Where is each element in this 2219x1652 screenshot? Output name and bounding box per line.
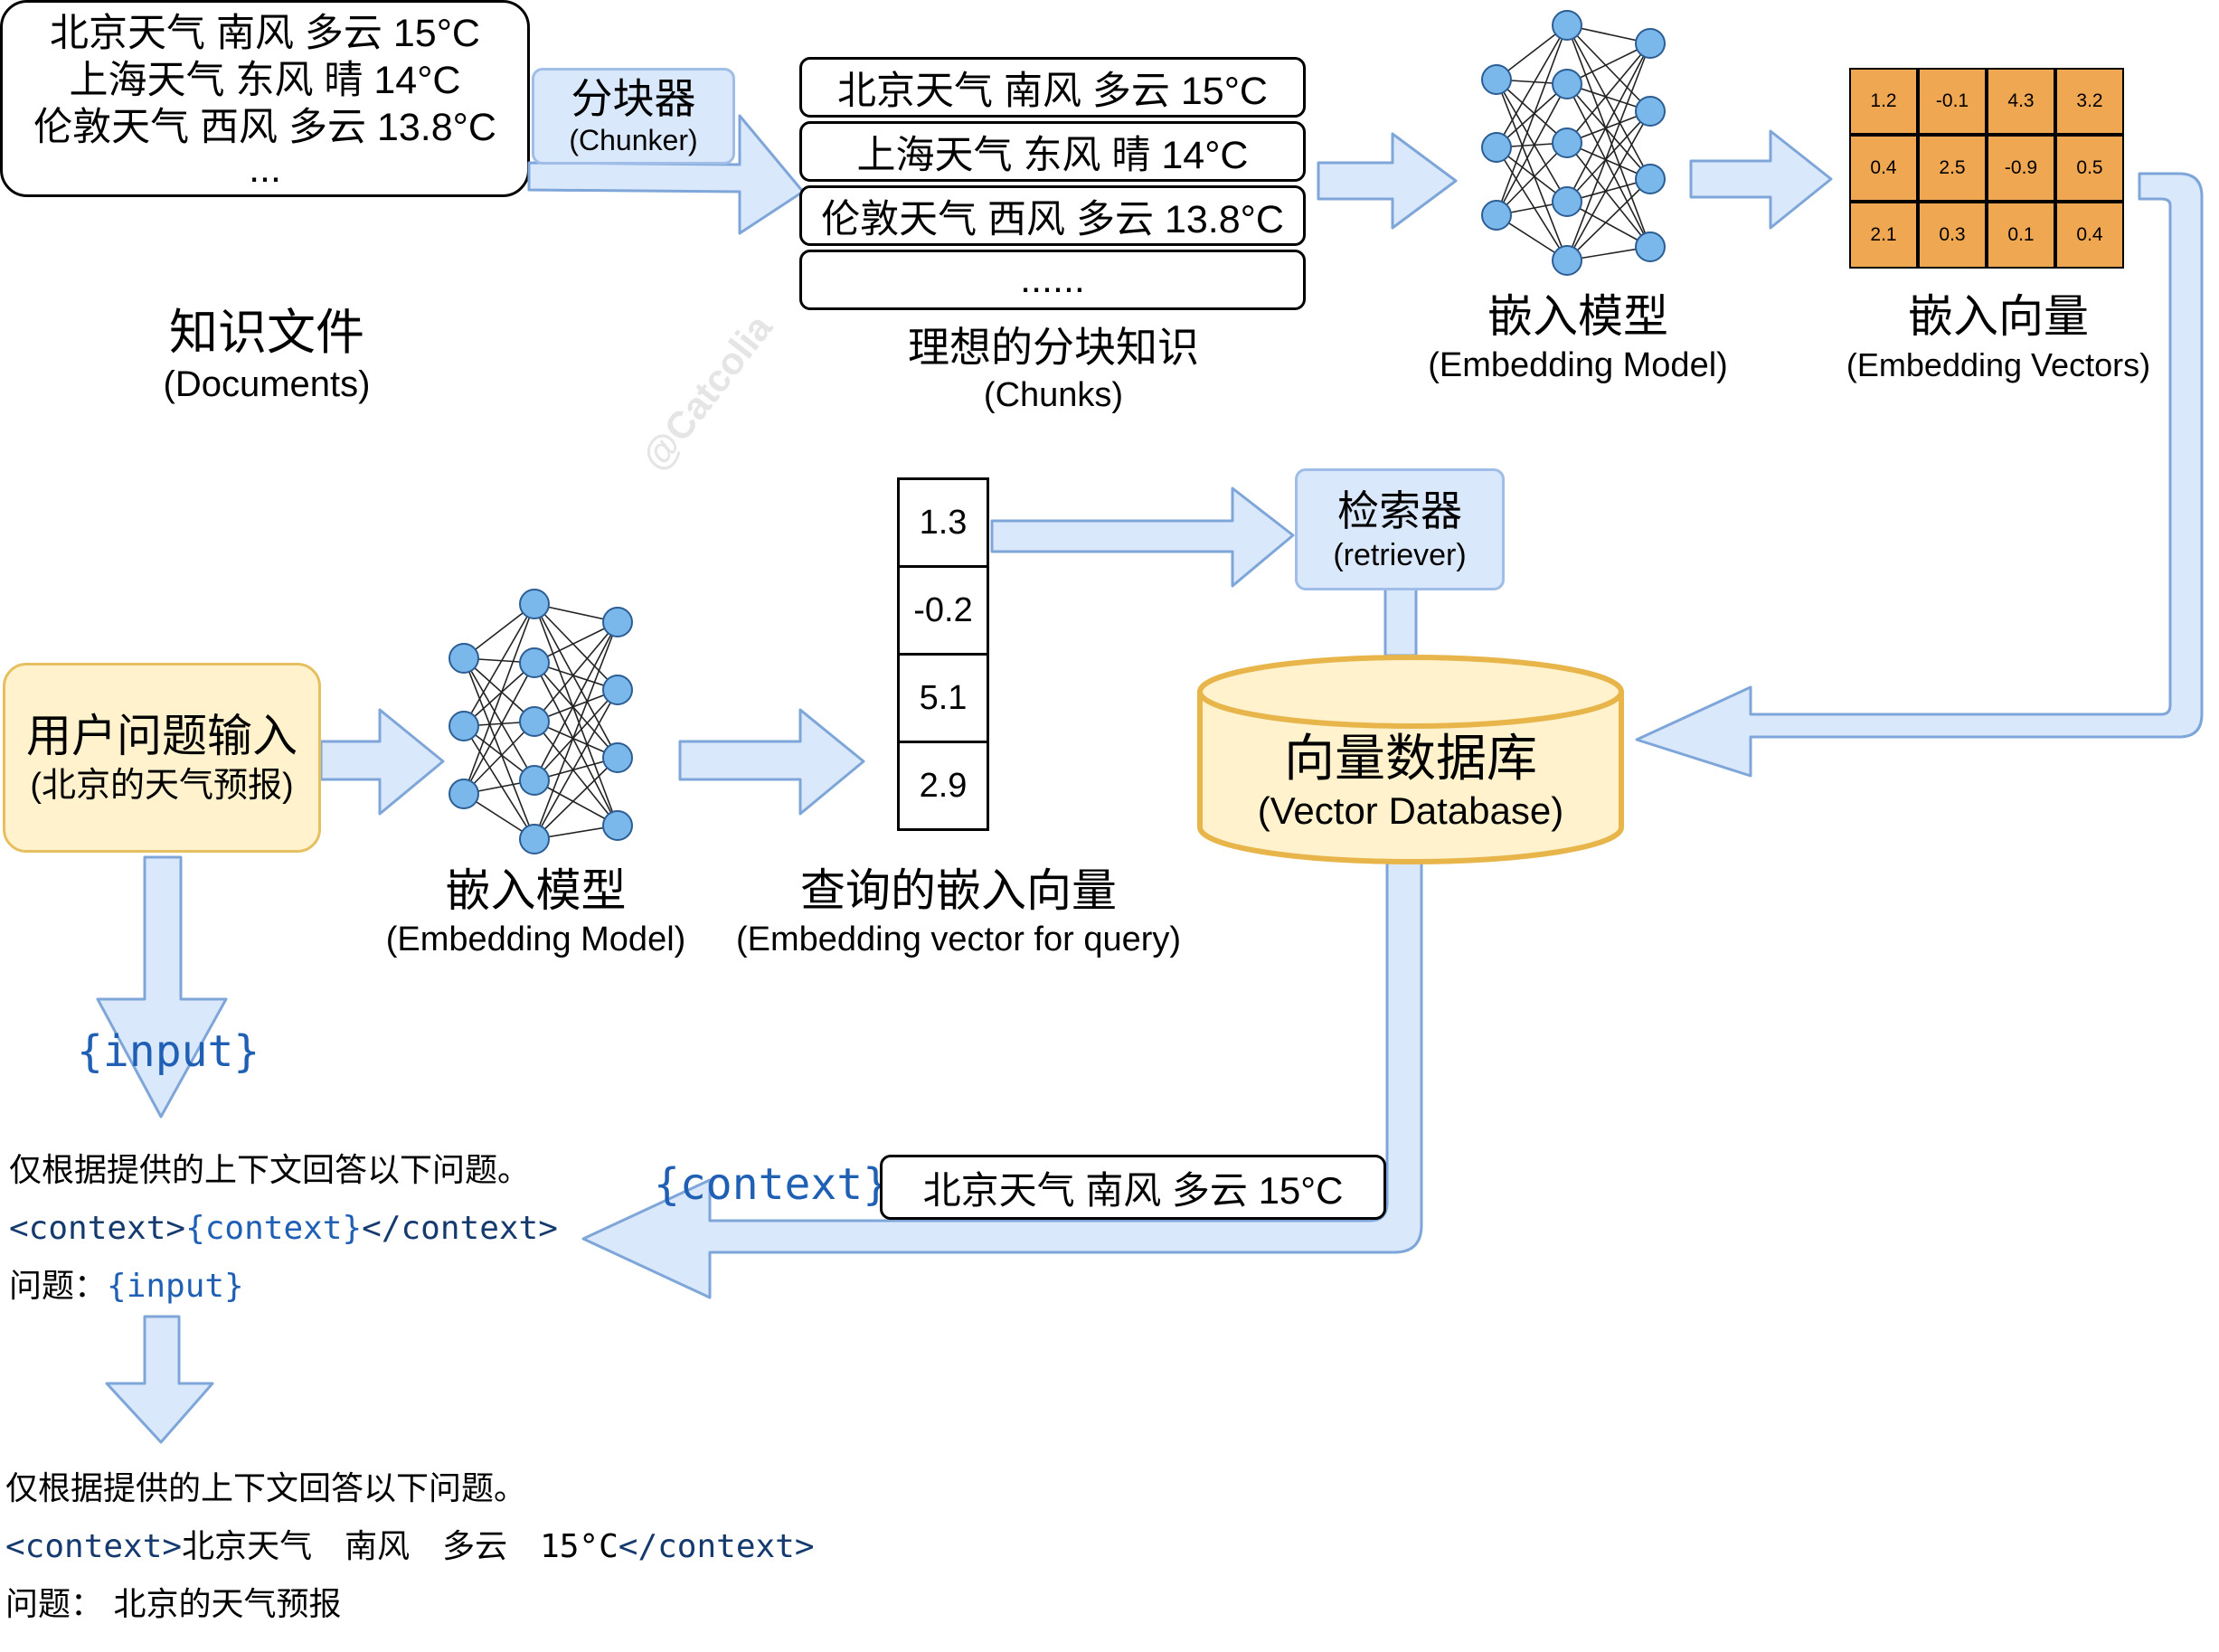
query-vector-title: 查询的嵌入向量: [800, 865, 1117, 916]
document-line: ...: [249, 147, 281, 191]
retriever-title: 检索器: [1337, 486, 1462, 534]
template-line-3: 问题：{input}: [9, 1258, 558, 1316]
vector-database-cylinder: [1197, 655, 1624, 864]
context-close-tag: </context>: [618, 1528, 815, 1565]
matrix-cell: 4.3: [1987, 68, 2055, 135]
documents-subtitle: (Documents): [163, 364, 371, 404]
matrix-cell: 0.4: [2055, 202, 2124, 269]
vector-db-title: 向量数据库: [1284, 730, 1537, 787]
user-input-title: 用户问题输入: [26, 711, 297, 761]
embedding-model-title: 嵌入模型: [445, 865, 627, 916]
input-variable: {input}: [77, 1026, 260, 1077]
context-open-tag: <context>: [9, 1210, 186, 1247]
embedding-model-subtitle: (Embedding Model): [1428, 346, 1728, 384]
embedding-vectors-caption: 嵌入向量 (Embedding Vectors): [1818, 289, 2179, 387]
chunk-box: ......: [799, 250, 1306, 310]
matrix-cell: -0.1: [1918, 68, 1987, 135]
template-line-1: 仅根据提供的上下文回答以下问题。: [9, 1152, 531, 1189]
filled-line-2: <context>北京天气 南风 多云 15°C</context>: [5, 1518, 815, 1576]
matrix-cell: 2.1: [1849, 202, 1918, 269]
template-line-2: <context>{context}</context>: [9, 1200, 558, 1258]
vector-db-subtitle: (Vector Database): [1257, 789, 1564, 832]
matrix-cell: 2.5: [1918, 135, 1987, 202]
document-line: 伦敦天气 西风 多云 13.8°C: [33, 106, 496, 149]
embedding-model-bottom-caption: 嵌入模型 (Embedding Model): [375, 864, 696, 961]
retriever-label: 检索器 (retriever): [1295, 468, 1505, 590]
chunk-box: 上海天气 东风 晴 14°C: [799, 121, 1306, 182]
chunks-subtitle: (Chunks): [983, 376, 1124, 414]
input-placeholder: {input}: [107, 1268, 244, 1305]
matrix-cell: 3.2: [2055, 68, 2124, 135]
query-vector-subtitle: (Embedding vector for query): [735, 920, 1182, 958]
documents-box: 北京天气 南风 多云 15°C 上海天气 东风 晴 14°C 伦敦天气 西风 多…: [0, 0, 530, 197]
chunk-box: 北京天气 南风 多云 15°C: [799, 57, 1306, 118]
query-vector-caption: 查询的嵌入向量 (Embedding vector for query): [714, 864, 1203, 961]
user-input-box: 用户问题输入 (北京的天气预报): [3, 663, 321, 853]
context-value: 北京天气 南风 多云 15°C: [182, 1528, 618, 1565]
retriever-subtitle: (retriever): [1333, 537, 1467, 572]
document-line: 上海天气 东风 晴 14°C: [69, 59, 461, 102]
query-vector-cell: 5.1: [897, 653, 989, 743]
context-placeholder: {context}: [185, 1210, 363, 1247]
matrix-cell: 0.3: [1918, 202, 1987, 269]
embedding-vectors-title: 嵌入向量: [1908, 291, 2089, 342]
vector-db-caption: 向量数据库 (Vector Database): [1212, 728, 1610, 833]
matrix-cell: 0.1: [1987, 202, 2055, 269]
matrix-cell: 0.4: [1849, 135, 1918, 202]
retrieved-chunk-box: 北京天气 南风 多云 15°C: [880, 1155, 1386, 1220]
context-variable: {context}: [654, 1159, 890, 1210]
documents-title: 知识文件: [169, 306, 364, 360]
chunks-title: 理想的分块知识: [908, 324, 1199, 371]
prompt-template: 仅根据提供的上下文回答以下问题。 <context>{context}</con…: [9, 1142, 558, 1316]
context-close-tag: </context>: [362, 1210, 558, 1247]
question-label: 问题：: [9, 1268, 108, 1305]
document-line: 北京天气 南风 多云 15°C: [50, 12, 480, 55]
embedding-model-top-caption: 嵌入模型 (Embedding Model): [1397, 289, 1759, 387]
embedding-model-title: 嵌入模型: [1487, 291, 1668, 342]
context-open-tag: <context>: [5, 1528, 183, 1565]
chunker-title: 分块器: [571, 74, 696, 122]
prompt-filled: 仅根据提供的上下文回答以下问题。 <context>北京天气 南风 多云 15°…: [5, 1460, 815, 1634]
matrix-cell: 1.2: [1849, 68, 1918, 135]
query-vector-cell: -0.2: [897, 565, 989, 656]
chunks-caption: 理想的分块知识 (Chunks): [814, 321, 1293, 417]
embedding-model-subtitle: (Embedding Model): [385, 920, 686, 958]
chunker-label: 分块器 (Chunker): [532, 68, 735, 165]
chunk-box: 伦敦天气 西风 多云 13.8°C: [799, 185, 1306, 246]
matrix-cell: -0.9: [1987, 135, 2055, 202]
embedding-vectors-subtitle: (Embedding Vectors): [1846, 346, 2151, 383]
user-input-subtitle: (北京的天气预报): [30, 767, 294, 805]
query-vector-cell: 2.9: [897, 741, 989, 831]
filled-line-1: 仅根据提供的上下文回答以下问题。: [5, 1470, 527, 1507]
filled-line-3: 问题： 北京的天气预报: [5, 1586, 342, 1623]
chunker-subtitle: (Chunker): [569, 123, 698, 156]
query-vector-cell: 1.3: [897, 477, 989, 568]
documents-caption: 知识文件 (Documents): [90, 303, 443, 406]
matrix-cell: 0.5: [2055, 135, 2124, 202]
